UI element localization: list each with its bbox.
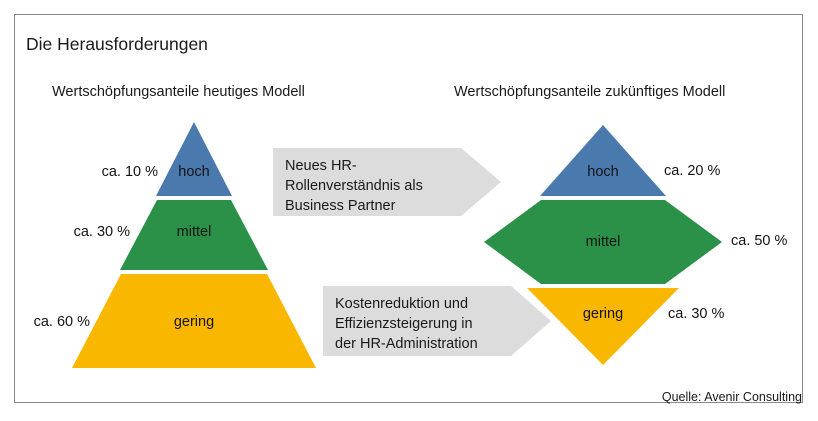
- pyramid-left-value-gering: ca. 60 %: [33, 314, 90, 330]
- pyramid-left-label-gering: gering: [173, 314, 215, 330]
- right-chart-heading: Wertschöpfungsanteile zukünftiges Modell: [454, 84, 726, 100]
- arrow-shape-icon: [323, 286, 551, 356]
- diamond-right-value-hoch: ca. 20 %: [664, 163, 721, 179]
- left-chart-heading: Wertschöpfungsanteile heutiges Modell: [52, 84, 305, 100]
- arrow-shape-icon: [273, 148, 501, 216]
- source-attribution: Quelle: Avenir Consulting: [661, 390, 802, 404]
- diamond-right-label-hoch: hoch: [587, 164, 619, 180]
- diamond-right-value-gering: ca. 30 %: [668, 306, 725, 322]
- callout-arrow-cost-reduction-text: Kostenreduktion und Effizienzsteigerung …: [335, 296, 478, 352]
- pyramid-left-value-mittel: ca. 30 %: [73, 224, 130, 240]
- diamond-right-label-gering: gering: [582, 306, 624, 322]
- pyramid-left-label-hoch: hoch: [178, 164, 210, 180]
- callout-arrow-hr-role-text: Neues HR- Rollenverständnis als Business…: [285, 158, 423, 214]
- pyramid-left-label-mittel: mittel: [176, 224, 212, 240]
- callout-arrow-hr-role: Neues HR- Rollenverständnis als Business…: [273, 148, 501, 216]
- callout-arrow-cost-reduction: Kostenreduktion und Effizienzsteigerung …: [323, 286, 551, 356]
- page-title: Die Herausforderungen: [26, 34, 208, 54]
- diamond-right-value-mittel: ca. 50 %: [731, 233, 788, 249]
- diamond-right-label-mittel: mittel: [585, 234, 621, 250]
- pyramid-left-value-hoch: ca. 10 %: [101, 164, 158, 180]
